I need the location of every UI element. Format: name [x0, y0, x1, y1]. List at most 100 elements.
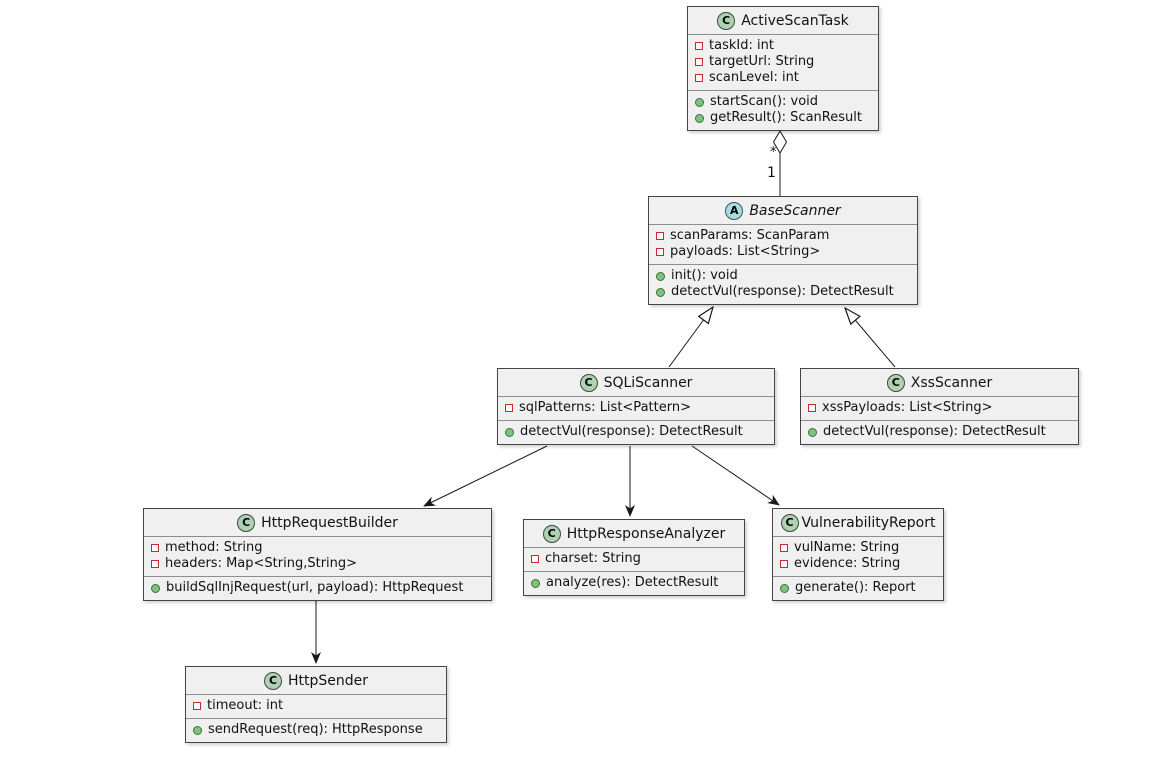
class-header: C SQLiScanner	[498, 369, 774, 396]
attributes-compartment: timeout: int	[186, 694, 446, 718]
method-text: analyze(res): DetectResult	[546, 575, 719, 590]
attribute-row: charset: String	[531, 551, 736, 567]
method-icon	[656, 287, 665, 297]
edge-sqliscanner-vulnerabilityreport	[691, 445, 780, 506]
methods-compartment: init(): void detectVul(response): Detect…	[649, 264, 917, 304]
class-name: BaseScanner	[749, 203, 841, 219]
class-vulnerabilityreport: C VulnerabilityReport vulName: String ev…	[772, 508, 944, 601]
class-name: HttpSender	[287, 673, 369, 689]
class-stereotype-icon: C	[579, 374, 598, 392]
attribute-text: scanParams: ScanParam	[670, 228, 830, 243]
method-text: getResult(): ScanResult	[710, 110, 862, 125]
attributes-compartment: taskId: int targetUrl: String scanLevel:…	[688, 34, 878, 90]
attribute-row: scanParams: ScanParam	[656, 228, 909, 244]
class-basescanner: A BaseScanner scanParams: ScanParam payl…	[648, 196, 918, 305]
method-row: analyze(res): DetectResult	[531, 575, 736, 591]
attributes-compartment: sqlPatterns: List<Pattern>	[498, 396, 774, 420]
multiplicity-star-label: *	[770, 145, 777, 160]
class-name: VulnerabilityReport	[801, 515, 936, 531]
class-name: SQLiScanner	[603, 375, 693, 391]
class-name: HttpRequestBuilder	[261, 515, 398, 531]
methods-compartment: analyze(res): DetectResult	[524, 571, 744, 595]
attributes-compartment: charset: String	[524, 547, 744, 571]
method-text: detectVul(response): DetectResult	[823, 424, 1046, 439]
method-row: getResult(): ScanResult	[695, 110, 870, 126]
class-activescantask: C ActiveScanTask taskId: int targetUrl: …	[687, 6, 879, 131]
method-text: detectVul(response): DetectResult	[520, 424, 743, 439]
field-icon	[780, 560, 788, 568]
method-text: buildSqlInjRequest(url, payload): HttpRe…	[166, 580, 464, 595]
class-name: ActiveScanTask	[741, 13, 849, 29]
field-icon	[505, 404, 513, 412]
methods-compartment: startScan(): void getResult(): ScanResul…	[688, 90, 878, 130]
attribute-row: timeout: int	[193, 698, 438, 714]
method-row: sendRequest(req): HttpResponse	[193, 722, 438, 738]
methods-compartment: sendRequest(req): HttpResponse	[186, 718, 446, 742]
class-xssscanner: C XssScanner xssPayloads: List<String> d…	[800, 368, 1079, 445]
method-icon	[151, 583, 160, 593]
method-row: detectVul(response): DetectResult	[656, 284, 909, 300]
field-icon	[695, 42, 703, 50]
field-icon	[780, 544, 788, 552]
method-row: detectVul(response): DetectResult	[808, 424, 1070, 440]
class-stereotype-icon: C	[263, 672, 282, 690]
attribute-row: payloads: List<String>	[656, 244, 909, 260]
class-header: C ActiveScanTask	[688, 7, 878, 34]
attribute-text: vulName: String	[794, 540, 900, 555]
class-stereotype-icon: C	[717, 12, 736, 30]
method-text: detectVul(response): DetectResult	[671, 284, 894, 299]
attribute-row: targetUrl: String	[695, 54, 870, 70]
attribute-row: xssPayloads: List<String>	[808, 400, 1070, 416]
attribute-text: payloads: List<String>	[670, 244, 821, 259]
method-row: init(): void	[656, 268, 909, 284]
attributes-compartment: xssPayloads: List<String>	[801, 396, 1078, 420]
edge-xssscanner-extends-basescanner	[845, 308, 896, 368]
class-stereotype-icon: C	[886, 374, 905, 392]
class-header: C VulnerabilityReport	[773, 509, 943, 536]
class-header: C HttpResponseAnalyzer	[524, 520, 744, 547]
class-stereotype-icon: C	[542, 525, 561, 543]
method-icon	[780, 583, 789, 593]
attribute-row: headers: Map<String,String>	[151, 556, 483, 572]
attributes-compartment: method: String headers: Map<String,Strin…	[144, 536, 491, 576]
field-icon	[808, 404, 816, 412]
class-httpsender: C HttpSender timeout: int sendRequest(re…	[185, 666, 447, 743]
attribute-text: taskId: int	[709, 38, 774, 53]
edge-sqliscanner-extends-basescanner	[668, 307, 713, 368]
methods-compartment: detectVul(response): DetectResult	[498, 420, 774, 444]
attribute-row: vulName: String	[780, 540, 935, 556]
method-icon	[531, 578, 540, 588]
attribute-text: headers: Map<String,String>	[165, 556, 358, 571]
abstract-stereotype-icon: A	[725, 202, 744, 220]
class-header: C HttpSender	[186, 667, 446, 694]
multiplicity-one-label: 1	[767, 165, 776, 181]
attribute-text: xssPayloads: List<String>	[822, 400, 993, 415]
attribute-text: sqlPatterns: List<Pattern>	[519, 400, 691, 415]
attribute-text: method: String	[165, 540, 263, 555]
field-icon	[656, 232, 664, 240]
methods-compartment: buildSqlInjRequest(url, payload): HttpRe…	[144, 576, 491, 600]
attribute-row: scanLevel: int	[695, 70, 870, 86]
field-icon	[656, 248, 664, 256]
method-text: generate(): Report	[795, 580, 916, 595]
method-row: generate(): Report	[780, 580, 935, 596]
method-row: buildSqlInjRequest(url, payload): HttpRe…	[151, 580, 483, 596]
field-icon	[695, 74, 703, 82]
method-icon	[193, 725, 202, 735]
field-icon	[151, 544, 159, 552]
method-icon	[695, 113, 704, 123]
attributes-compartment: vulName: String evidence: String	[773, 536, 943, 576]
attribute-row: taskId: int	[695, 38, 870, 54]
attribute-text: targetUrl: String	[709, 54, 815, 69]
class-stereotype-icon: C	[237, 514, 256, 532]
method-text: sendRequest(req): HttpResponse	[208, 722, 423, 737]
attributes-compartment: scanParams: ScanParam payloads: List<Str…	[649, 224, 917, 264]
field-icon	[151, 560, 159, 568]
class-stereotype-icon: C	[780, 514, 799, 532]
method-icon	[656, 271, 665, 281]
class-name: HttpResponseAnalyzer	[566, 526, 726, 542]
attribute-row: method: String	[151, 540, 483, 556]
edge-sqliscanner-httprequestbuilder	[423, 445, 548, 507]
method-row: startScan(): void	[695, 94, 870, 110]
